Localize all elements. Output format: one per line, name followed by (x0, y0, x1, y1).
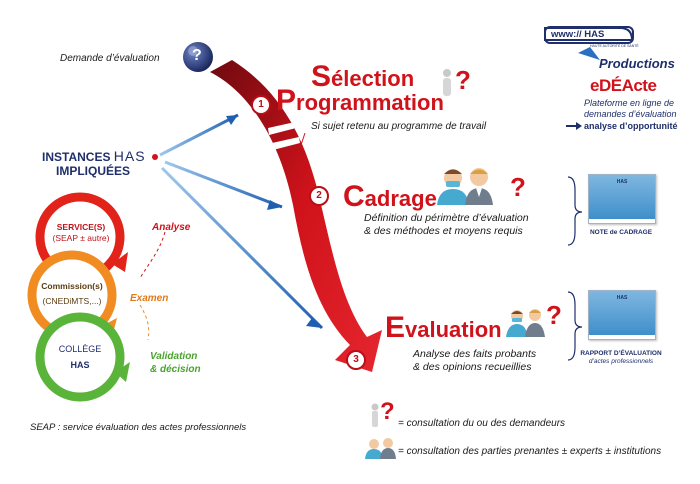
instance-arrows (159, 113, 324, 330)
edeacte-logo: eDÉActe (590, 76, 657, 95)
analyse-label: Analyse (152, 222, 191, 233)
step-1-initial: S (311, 60, 332, 93)
cadrage-doc: HAS (588, 174, 656, 224)
validation-cycle (27, 192, 130, 402)
footnote: SEAP : service évaluation des actes prof… (30, 422, 247, 433)
legend-item-1: = consultation du ou des demandeurs (398, 418, 566, 429)
step-2-desc-line1: Définition du périmètre d’évaluation (364, 212, 529, 224)
stakeholders-icon-2 (505, 307, 547, 342)
legend-stakeholders-icon (364, 437, 398, 464)
service-sub: (SEAP ± autre) (52, 233, 110, 243)
step-2-rest: adrage (364, 186, 437, 211)
examen-label: Examen (130, 293, 169, 304)
step-1-question: ? (455, 65, 471, 95)
productions-title: Productions (599, 56, 675, 71)
rapport-doc: HAS (588, 290, 656, 340)
edeacte-opportunity: analyse d’opportunité (584, 121, 678, 131)
rapport-doc-label: RAPPORT D’ÉVALUATION d’actes professionn… (578, 350, 664, 366)
validation-line2: & décision (150, 364, 201, 375)
step-1-title-line1: Sélection (311, 62, 414, 92)
commission-sub: (CNEDiMTS,...) (42, 296, 102, 306)
legend-person-icon (370, 403, 380, 432)
service-title: SERVICE(S) (56, 222, 106, 232)
step-3-initial: E (385, 311, 406, 344)
stakeholders-icon (435, 165, 499, 210)
cadrage-doc-label: NOTE de CADRAGE (589, 229, 653, 236)
step-3-desc-line1: Analyse des faits probants (413, 348, 537, 360)
url-logo-text: www:// HAS (551, 29, 605, 40)
legend-question: ? (380, 398, 395, 425)
validation-line1: Validation (150, 351, 198, 362)
step-1-title-line2: Programmation (276, 86, 444, 116)
url-logo-tagline: HAUTE AUTORITÉ DE SANTÉ (590, 44, 639, 48)
step-3-title: Evaluation (385, 313, 502, 343)
has-url-logo (544, 26, 634, 60)
commission-title: Commission(s) (41, 281, 103, 291)
rapport-doc-line1: RAPPORT D’ÉVALUATION (580, 350, 662, 357)
step-3-question: ? (546, 300, 562, 330)
instances-line2: IMPLIQUÉES (56, 164, 131, 178)
step-2-question: ? (510, 172, 526, 202)
service-node: SERVICE(S) (SEAP ± autre) (48, 222, 114, 244)
step-2-desc-line2: & des méthodes et moyens requis (364, 225, 523, 237)
step-2-initial: C (343, 180, 365, 213)
step-1-note: Si sujet retenu au programme de travail (311, 121, 487, 132)
step-1b-rest: rogrammation (296, 90, 444, 115)
step-2-title: Cadrage (343, 182, 437, 212)
question-mark-icon: ? (192, 47, 202, 64)
edeacte-desc-line1: Plateforme en ligne de (584, 98, 675, 108)
step-1b-initial: P (276, 84, 297, 117)
step-3-rest: valuation (405, 317, 502, 342)
validation-label: Validation & décision (150, 350, 201, 376)
edeacte-desc-line2: demandes d’évaluation (584, 109, 677, 119)
step-2-desc: Définition du périmètre d’évaluation & d… (364, 212, 529, 238)
step-3-desc: Analyse des faits probants & des opinion… (413, 348, 536, 374)
step-2-badge: 2 (309, 186, 329, 206)
step-1-badge: 1 (251, 95, 271, 115)
instances-line1: INSTANCES (42, 150, 111, 164)
commission-node: Commission(s) (CNEDiMTS,...) (38, 281, 106, 307)
legend-item-2: = consultation des parties prenantes ± e… (398, 446, 662, 457)
doc-logo-2: HAS (616, 295, 628, 301)
has-logo: HAS (113, 148, 146, 164)
instances-label: INSTANCES HAS (42, 148, 146, 164)
doc-logo: HAS (616, 179, 628, 185)
rapport-doc-line2: d’actes professionnels (588, 358, 654, 365)
question-ball (183, 42, 213, 72)
college-title: COLLÈGE (58, 344, 102, 354)
edeacte-desc: Plateforme en ligne de demandes d’évalua… (584, 98, 677, 120)
person-icon (441, 68, 453, 101)
step-3-badge: 3 (346, 350, 366, 370)
step-3-desc-line2: & des opinions recueillies (413, 361, 532, 373)
request-label: Demande d’évaluation (60, 53, 160, 64)
step-1-rest: élection (331, 66, 415, 91)
college-sub: HAS (70, 360, 90, 370)
college-node: COLLÈGE HAS (50, 343, 110, 371)
process-arrow (210, 60, 382, 372)
